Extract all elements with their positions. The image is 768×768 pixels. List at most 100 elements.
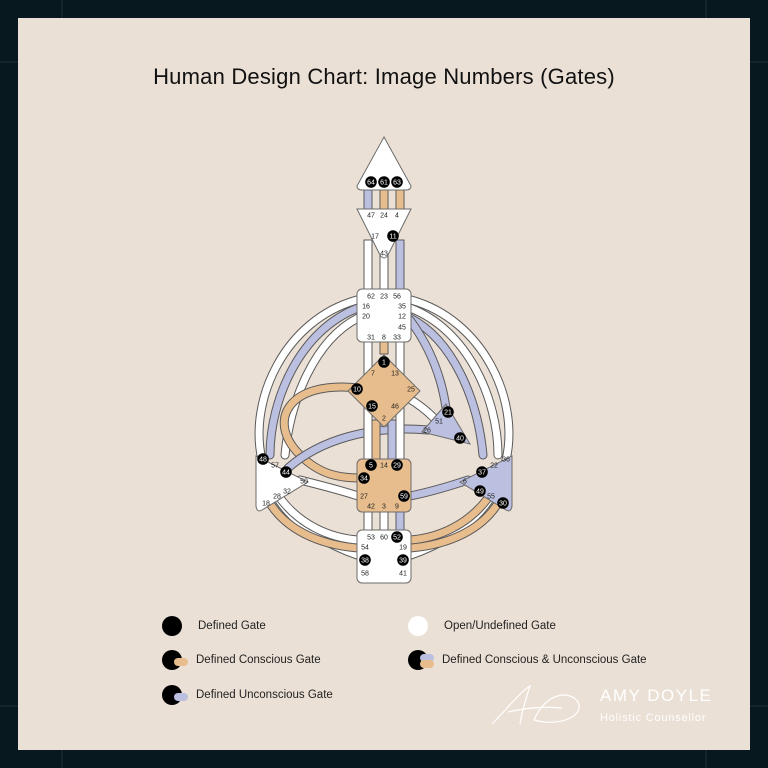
legend-both-swatch [408, 650, 434, 670]
gate-1-marker [378, 356, 390, 368]
gate-54-label: 54 [361, 545, 369, 552]
gate-29-marker [391, 459, 403, 471]
solar-plexus-center [458, 455, 513, 512]
gate-3-label: 3 [382, 504, 386, 511]
gate-40-label: 40 [456, 436, 464, 443]
gate-38: 38 [359, 554, 371, 566]
gate-18-label: 18 [262, 501, 270, 508]
legend-conscious: Defined Conscious Gate [162, 649, 321, 671]
gate-27-label: 27 [360, 494, 368, 501]
gate-32-label: 32 [283, 489, 291, 496]
gate-39: 39 [397, 554, 409, 566]
gate-55: 55 [487, 494, 495, 501]
gate-12-label: 12 [398, 314, 406, 321]
gate-10-label: 10 [353, 387, 361, 394]
gate-43: 43 [380, 251, 388, 258]
brand: AMY DOYLE Holistic Counsellor [600, 686, 712, 724]
gate-33-label: 33 [393, 335, 401, 342]
gate-13-label: 13 [391, 371, 399, 378]
gate-23: 23 [380, 294, 388, 301]
legend-defined-label: Defined Gate [198, 620, 266, 632]
gate-59-label: 59 [400, 494, 408, 501]
gate-4-label: 4 [395, 213, 399, 220]
gate-25-label: 25 [407, 387, 415, 394]
throat-center [356, 288, 412, 343]
gate-8: 8 [382, 335, 386, 342]
gate-27: 27 [360, 494, 368, 501]
gate-30: 30 [497, 497, 509, 509]
gate-33: 33 [393, 335, 401, 342]
brand-subtitle: Holistic Counsellor [600, 712, 707, 724]
gate-15-label: 15 [368, 404, 376, 411]
gate-46-label: 46 [391, 404, 399, 411]
gate-49: 49 [474, 485, 486, 497]
gate-39-label: 39 [399, 558, 407, 565]
legend-both: Defined Conscious & Unconscious Gate [408, 649, 647, 671]
gate-39-marker [397, 554, 409, 566]
gate-34-marker [358, 472, 370, 484]
page-title: Human Design Chart: Image Numbers (Gates… [153, 64, 615, 89]
gate-13: 13 [391, 371, 399, 378]
gate-30-marker [497, 497, 509, 509]
gate-19: 19 [399, 545, 407, 552]
gate-10: 10 [351, 383, 363, 395]
gate-64-marker [365, 176, 377, 188]
gate-25: 25 [407, 387, 415, 394]
gate-35: 35 [398, 304, 406, 311]
gate-38-marker [359, 554, 371, 566]
gate-24: 24 [380, 213, 388, 220]
ajna-center [356, 208, 412, 259]
gate-57-label: 57 [271, 463, 279, 470]
legend-unconscious-swatch [162, 685, 188, 705]
gate-21: 21 [442, 406, 454, 418]
gate-42-label: 42 [367, 504, 375, 511]
gate-24-label: 24 [380, 213, 388, 220]
legend-open: Open/Undefined Gate [408, 615, 556, 637]
root-center [356, 529, 412, 584]
gate-17: 17 [371, 234, 379, 241]
gate-32: 32 [283, 489, 291, 496]
gate-61-marker [378, 176, 390, 188]
gate-11-label: 11 [389, 234, 396, 241]
gate-34: 34 [358, 472, 370, 484]
gate-11-marker [387, 230, 399, 242]
gate-18: 18 [262, 501, 270, 508]
gate-64: 64 [365, 176, 377, 188]
gate-47-label: 47 [367, 213, 375, 220]
gate-63-marker [391, 176, 403, 188]
gate-60-label: 60 [380, 535, 388, 542]
gate-29: 29 [391, 459, 403, 471]
gate-14-label: 14 [380, 463, 388, 470]
gate-7-label: 7 [371, 371, 375, 378]
gate-6: 6 [463, 479, 467, 486]
legend-conscious-label: Defined Conscious Gate [196, 654, 321, 666]
gate-52-label: 52 [393, 535, 401, 542]
gate-22: 22 [490, 463, 498, 470]
gate-15-marker [366, 400, 378, 412]
gate-59: 59 [398, 490, 410, 502]
gate-51: 51 [435, 419, 443, 426]
gate-49-marker [474, 485, 486, 497]
legend-defined: Defined Gate [162, 615, 266, 637]
gate-20-label: 20 [362, 314, 370, 321]
gate-42: 42 [367, 504, 375, 511]
legend-open-label: Open/Undefined Gate [444, 620, 556, 632]
gate-62: 62 [367, 294, 375, 301]
gate-45-label: 45 [398, 325, 406, 332]
gate-29-label: 29 [393, 463, 401, 470]
gate-12: 12 [398, 314, 406, 321]
gate-5-label: 5 [369, 463, 373, 470]
gate-41-label: 41 [399, 571, 407, 578]
gate-56: 56 [393, 294, 401, 301]
gate-40: 40 [454, 432, 466, 444]
gate-41: 41 [399, 571, 407, 578]
gate-20: 20 [362, 314, 370, 321]
gate-14: 14 [380, 463, 388, 470]
gate-37: 37 [476, 466, 488, 478]
gate-51-label: 51 [435, 419, 443, 426]
legend-both-label: Defined Conscious & Unconscious Gate [442, 654, 647, 666]
legend-unconscious: Defined Unconscious Gate [162, 684, 333, 706]
g-center [347, 354, 421, 428]
gate-53: 53 [367, 535, 375, 542]
